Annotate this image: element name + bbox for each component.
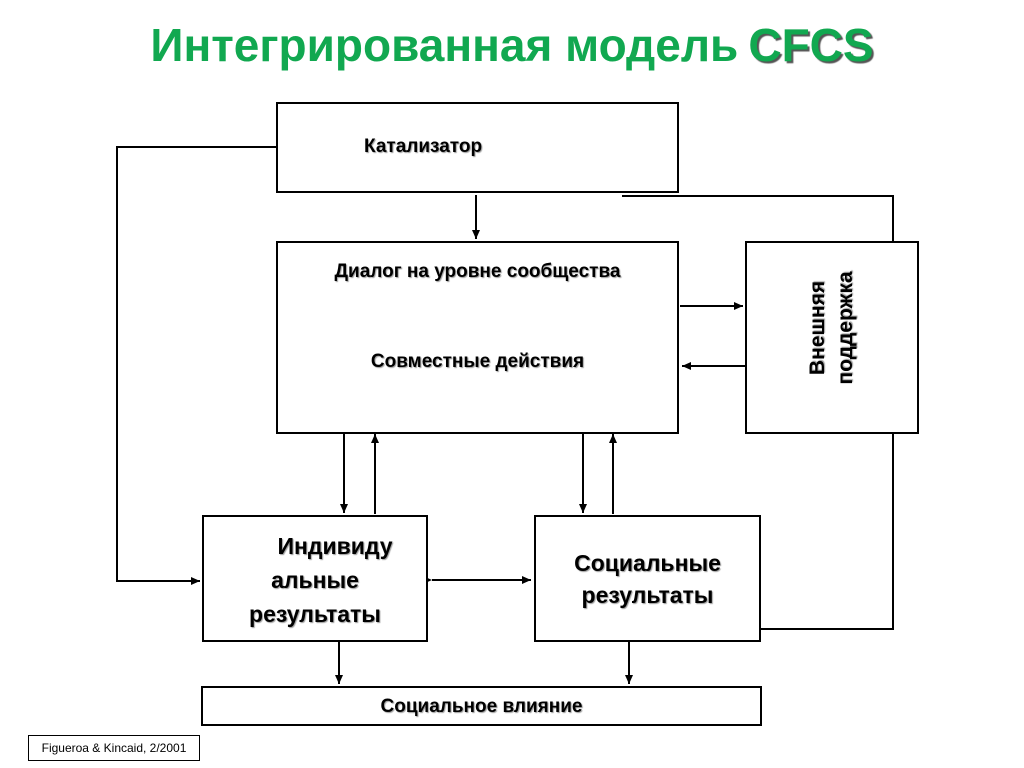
individual-line-2: альные [271,567,359,593]
individual-outcomes-label: Индивиду альные результаты [204,529,426,631]
social-outcomes-box: Социальные результаты [534,515,761,642]
social-outcomes-label: Социальные результаты [536,547,759,611]
individual-line-1: Индивиду [277,533,393,559]
catalyst-label: Катализатор [364,136,483,157]
catalyst-box: Катализатор [276,102,679,193]
source-credit: Figueroa & Kincaid, 2/2001 [28,735,200,761]
title-text: Интегрированная модель [150,19,739,71]
social-impact-label: Социальное влияние [380,696,583,717]
individual-line-3: результаты [249,601,381,627]
dialog-box: Диалог на уровне сообщества Совместные д… [276,241,679,434]
external-support-line-1: Внешняя [806,280,829,376]
dialog-label: Диалог на уровне сообщества [334,261,621,282]
individual-outcomes-box: Индивиду альные результаты [202,515,428,642]
social-line-2: результаты [581,582,714,608]
external-support-label: Внешняя поддержка [804,235,860,421]
social-impact-box: Социальное влияние [201,686,762,726]
social-line-1: Социальные [574,550,721,576]
title-acronym: CFCS [748,19,874,71]
external-support-box: Внешняя поддержка [745,241,919,434]
external-support-line-2: поддержка [834,271,857,385]
collective-action-label: Совместные действия [370,351,585,372]
arrow-catalyst-to-individual [116,146,276,585]
